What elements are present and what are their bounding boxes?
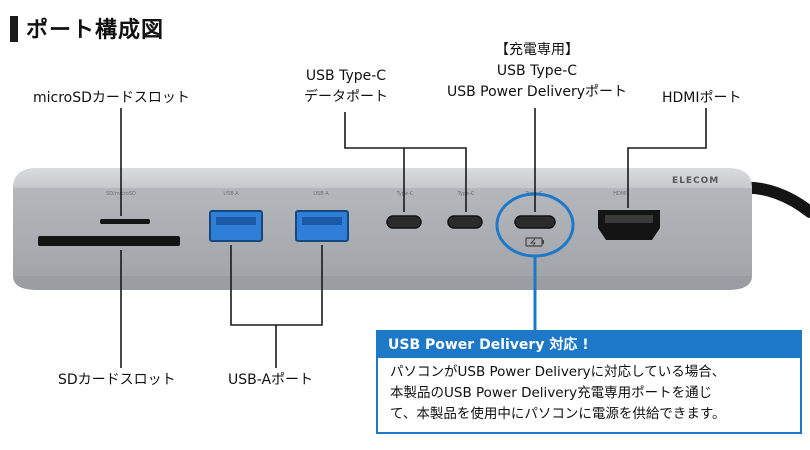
hub-cable bbox=[736, 181, 810, 218]
typec-pd-port bbox=[514, 215, 556, 229]
label-typec-pd-line2: USB Type-C bbox=[496, 63, 578, 79]
hub-top-face bbox=[13, 168, 752, 188]
hub-printed-usba-1: USB A bbox=[223, 191, 239, 197]
sd-slot bbox=[38, 236, 180, 246]
hub-printed-hdmi: HDMI bbox=[613, 191, 626, 197]
leader-typec-data bbox=[344, 112, 467, 212]
pd-info-line-1: パソコンがUSB Power Deliveryに対応している場合、 bbox=[390, 364, 726, 380]
label-hdmi: HDMIポート bbox=[662, 90, 742, 106]
label-usb-a: USB-Aポート bbox=[228, 372, 314, 388]
pd-info-line-3: て、本製品を使用中にパソコンに電源を供給できます。 bbox=[390, 406, 726, 422]
typec-data-port-2 bbox=[447, 215, 483, 229]
title-marker bbox=[10, 16, 18, 42]
label-typec-pd-line3: USB Power Deliveryポート bbox=[446, 84, 628, 100]
usb-a-port-1 bbox=[209, 210, 263, 242]
typec-data-port-1 bbox=[386, 215, 422, 229]
label-typec-pd-line1: 【充電専用】 bbox=[495, 42, 579, 58]
label-typec-data: USB Type-C データポート bbox=[290, 66, 402, 108]
pd-info-box: USB Power Delivery 対応 ! パソコンがUSB Power D… bbox=[376, 330, 802, 434]
label-sd-slot: SDカードスロット bbox=[58, 372, 176, 388]
leader-usb-a bbox=[230, 245, 323, 368]
hub-brand: ELECOM bbox=[672, 176, 719, 186]
battery-icon bbox=[525, 237, 544, 247]
usb-a-port-2 bbox=[295, 210, 349, 242]
microsd-slot bbox=[100, 219, 150, 224]
label-typec-data-line1: USB Type-C bbox=[305, 68, 387, 84]
pd-info-line-2: 本製品のUSB Power Delivery充電専用ポートを通じ bbox=[390, 385, 713, 401]
hub-printed-usba-2: USB A bbox=[313, 191, 329, 197]
page-title: ポート構成図 bbox=[26, 18, 165, 43]
hdmi-port bbox=[598, 210, 660, 240]
pd-info-body: パソコンがUSB Power Deliveryに対応している場合、 本製品のUS… bbox=[378, 358, 800, 425]
leader-hdmi bbox=[627, 108, 707, 208]
label-microsd-slot: microSDカードスロット bbox=[33, 90, 190, 106]
hub-bottom-edge bbox=[13, 276, 752, 290]
label-typec-data-line2: データポート bbox=[304, 89, 388, 105]
label-typec-pd: 【充電専用】 USB Type-C USB Power Deliveryポート bbox=[437, 40, 637, 103]
pd-info-header: USB Power Delivery 対応 ! bbox=[378, 332, 800, 358]
